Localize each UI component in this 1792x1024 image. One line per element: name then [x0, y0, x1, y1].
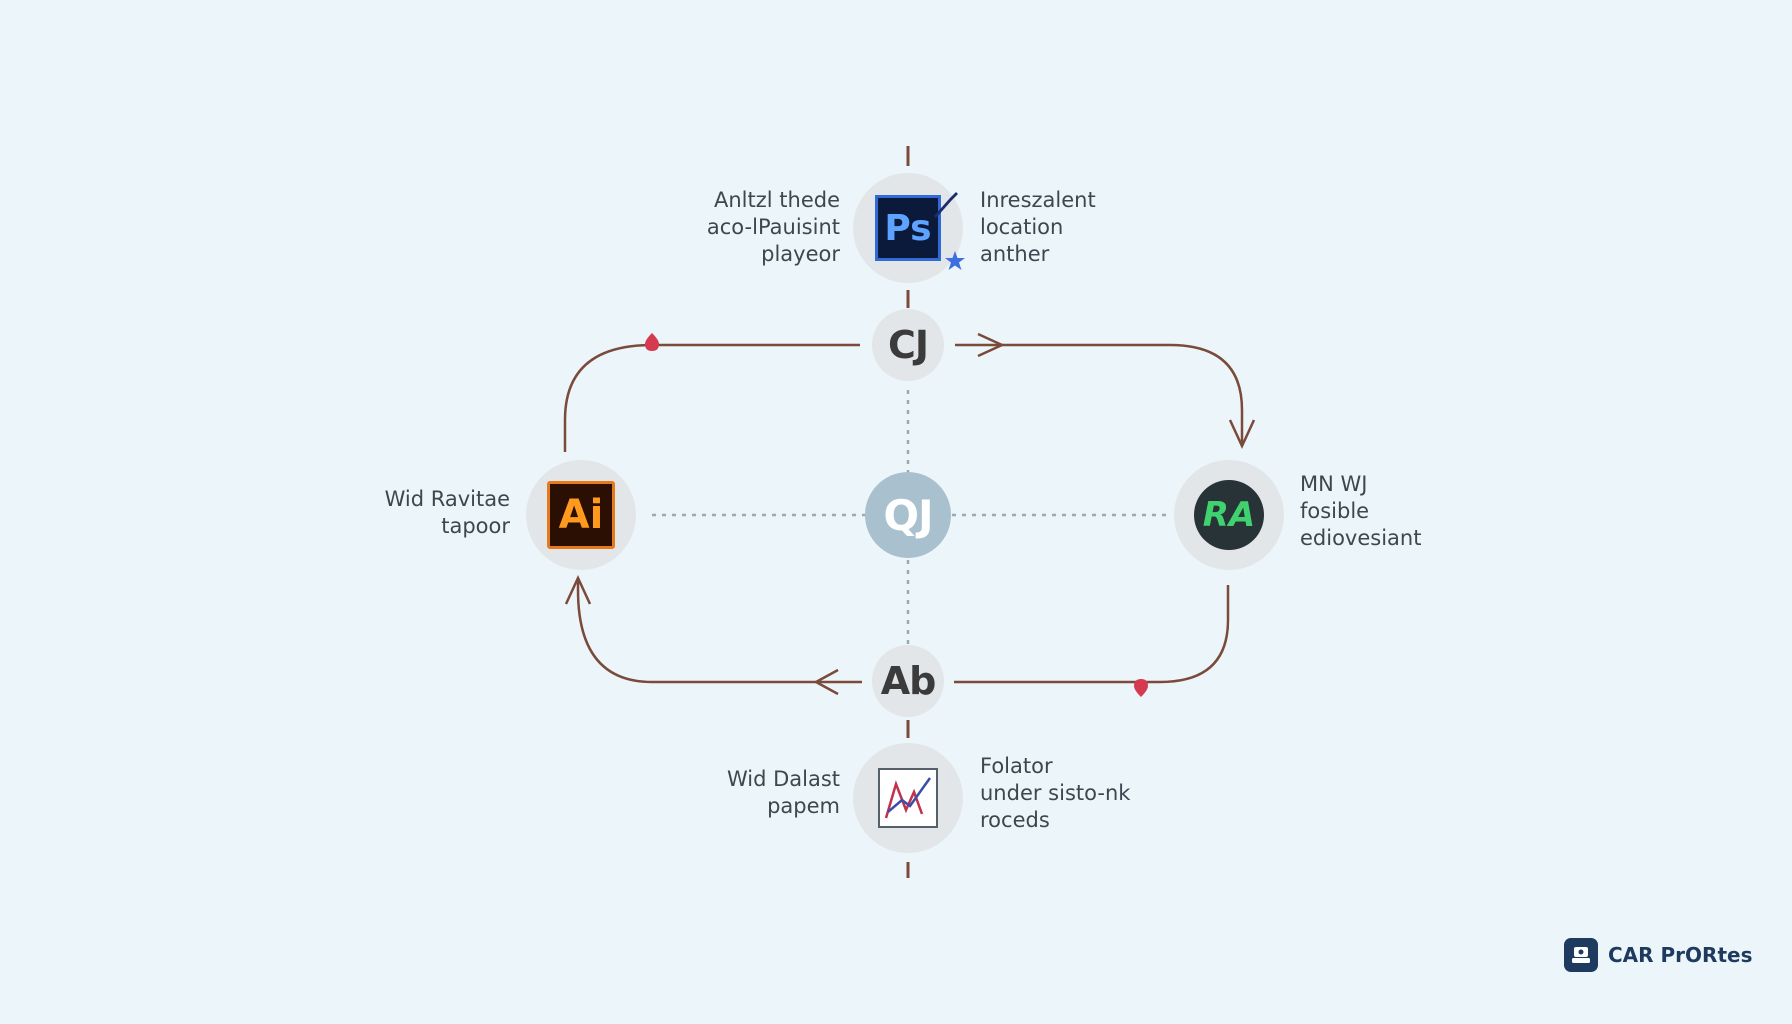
flow-line-bottom-left — [576, 580, 862, 684]
star-icon — [945, 251, 965, 270]
center-node-text: QJ — [883, 490, 933, 540]
label-bottom-left: Wid Dalast papem — [726, 767, 840, 818]
right-logo-text: RA — [1202, 495, 1256, 535]
node-lower[interactable]: Ab — [872, 645, 944, 717]
node-left[interactable]: Ai — [526, 460, 636, 570]
lower-node-text: Ab — [880, 659, 937, 703]
label-top-right: Inreszalent location anther — [980, 188, 1096, 266]
node-upper[interactable]: CJ — [872, 309, 944, 381]
arrowhead-top — [977, 332, 1006, 358]
label-top-left: Anltzl thede aco-lPauisint playeor — [706, 188, 840, 266]
node-right[interactable]: RA — [1174, 460, 1284, 570]
node-center[interactable]: QJ — [865, 472, 951, 558]
flow-line-top-right — [955, 343, 1244, 445]
pen-icon — [934, 192, 958, 218]
top-logo-text: Ps — [884, 207, 932, 249]
brand-name: CAR PrORtes — [1608, 943, 1753, 967]
photoshop-logo-icon: Ps — [875, 195, 941, 261]
arrowhead-bottom — [813, 668, 839, 696]
ra-logo-icon: RA — [1194, 480, 1264, 550]
marker-pin-bottom — [1134, 679, 1148, 697]
upper-node-text: CJ — [887, 323, 929, 367]
flow-line-bottom-right — [954, 585, 1230, 684]
illustrator-logo-icon: Ai — [547, 481, 615, 549]
marker-pin-top — [645, 333, 659, 351]
arrowhead-right-down — [1228, 419, 1256, 449]
brand-logo: CAR PrORtes — [1564, 938, 1752, 972]
label-left: Wid Ravitae tapoor — [384, 487, 510, 538]
left-logo-text: Ai — [558, 492, 604, 538]
arrowhead-left-up — [564, 575, 592, 605]
flow-line-top-left — [563, 343, 860, 452]
label-bottom-right: Folator under sisto-nk roceds — [980, 754, 1131, 832]
node-top[interactable]: Ps — [853, 173, 963, 283]
node-bottom[interactable] — [853, 743, 963, 853]
brand-icon — [1564, 938, 1598, 972]
label-right: MN WJ fosible ediovesiant — [1300, 472, 1422, 550]
chart-icon — [878, 768, 938, 828]
